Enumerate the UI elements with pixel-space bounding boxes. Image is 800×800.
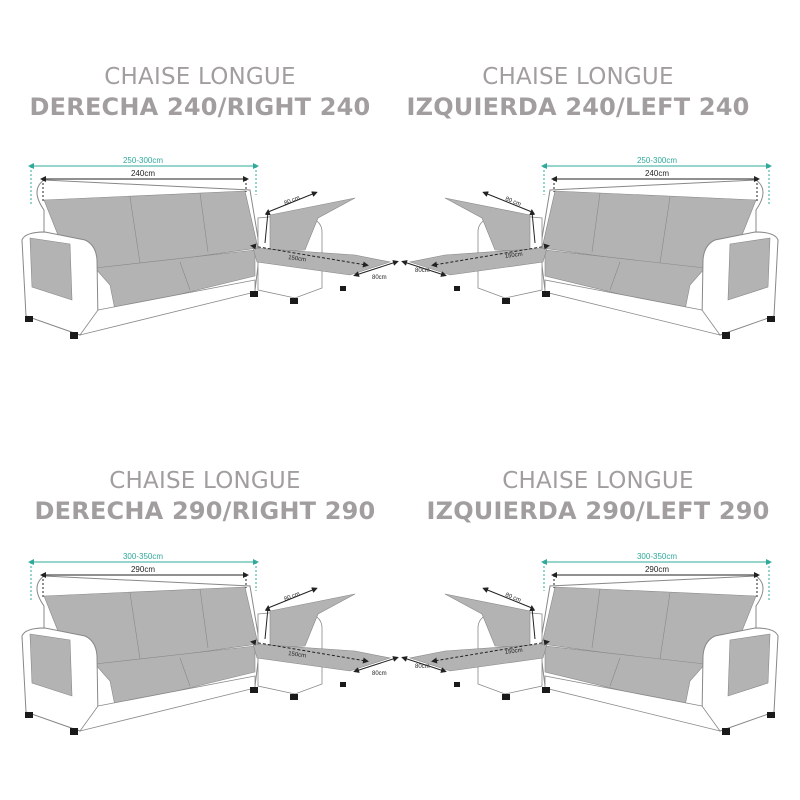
- sofa-diagram-right: 250-300cm 240cm 80 cm 150cm 80cm: [21, 156, 399, 339]
- chaise-length-label: 150cm: [288, 651, 307, 659]
- sofa-diagram-left: 250-300cm 240cm 80 cm 150cm 80cm: [401, 156, 779, 339]
- outer-width-label: 300-350cm: [637, 552, 677, 561]
- chaise-back-label: 80 cm: [504, 592, 521, 604]
- sofa-left: [401, 559, 779, 735]
- outer-width-label: 250-300cm: [123, 156, 163, 165]
- cover-width-label: 290cm: [131, 565, 155, 574]
- outer-width-label: 250-300cm: [637, 156, 677, 165]
- sofa-diagram-left: 300-350cm 290cm 80 cm 150cm 80cm: [401, 552, 779, 735]
- chaise-length-label: 150cm: [504, 648, 523, 656]
- panel-title-line2: IZQUIERDA 290/LEFT 290: [426, 497, 770, 525]
- panel-left-290: CHAISE LONGUE IZQUIERDA 290/LEFT 290: [400, 400, 800, 800]
- chaise-length-label: 150cm: [288, 255, 307, 263]
- panel-title-line2: IZQUIERDA 240/LEFT 240: [406, 93, 750, 121]
- panel-title-line2: DERECHA 290/RIGHT 290: [34, 497, 376, 525]
- panel-title-line1: CHAISE LONGUE: [109, 468, 301, 494]
- panel-title-line1: CHAISE LONGUE: [502, 468, 694, 494]
- chaise-width-label: 80cm: [372, 671, 387, 677]
- panel-title-line1: CHAISE LONGUE: [104, 64, 296, 90]
- cover-width-label: 290cm: [645, 565, 669, 574]
- sofa-diagram-right: 300-350cm 290cm 80 cm 150cm 80cm: [21, 552, 399, 735]
- panel-title-line1: CHAISE LONGUE: [482, 64, 674, 90]
- panel-left-240: CHAISE LONGUE IZQUIERDA 240/LEFT 240: [400, 0, 800, 400]
- outer-width-label: 300-350cm: [123, 552, 163, 561]
- cover-width-label: 240cm: [645, 169, 669, 178]
- chaise-width-label: 80cm: [372, 275, 387, 281]
- chaise-back-label: 80 cm: [504, 196, 521, 208]
- sofa-left: [401, 163, 779, 339]
- panel-right-290: CHAISE LONGUE DERECHA 290/RIGHT 290: [0, 400, 400, 800]
- chaise-length-label: 150cm: [504, 252, 523, 260]
- chaise-width-label: 80cm: [415, 664, 430, 670]
- chaise-back-label: 80 cm: [284, 591, 301, 603]
- chaise-back-label: 80 cm: [284, 195, 301, 207]
- panel-right-240: CHAISE LONGUE DERECHA 240/RIGHT 240: [0, 0, 400, 400]
- panel-title-line2: DERECHA 240/RIGHT 240: [29, 93, 371, 121]
- cover-width-label: 240cm: [131, 169, 155, 178]
- chaise-width-label: 80cm: [415, 268, 430, 274]
